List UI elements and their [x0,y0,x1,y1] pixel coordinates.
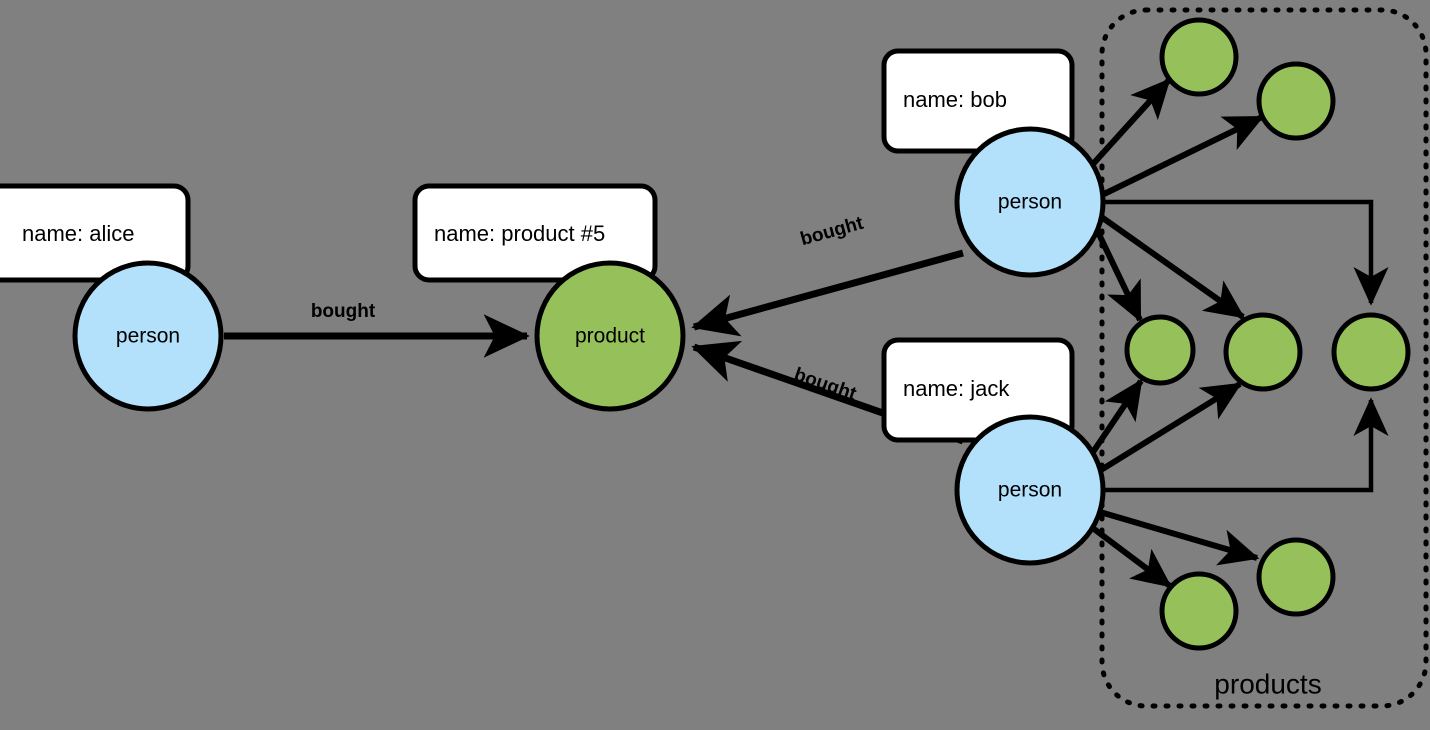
node-alice-circle[interactable] [72,260,224,412]
edge-jack-to-product-7 [1099,509,1260,566]
edge-jack-to-product-4 [1099,381,1243,473]
attribute-box-bob: name: bob [881,48,1075,154]
node-product5[interactable]: product [534,260,686,412]
products-group-label: products [1214,668,1321,699]
edge-label-alice-bought: bought [311,301,376,322]
node-bob-circle[interactable] [954,126,1106,278]
edge-bob-to-product-3 [1093,226,1143,323]
edge-label-jack-bought: bought [791,364,859,405]
node-product5-circle[interactable] [534,260,686,412]
product-node-7[interactable] [1256,537,1336,617]
node-jack[interactable]: person [954,414,1106,566]
node-bob[interactable]: person [954,126,1106,278]
product-node-5[interactable] [1331,312,1411,392]
edge-bob-to-product-1 [1090,77,1172,167]
product-node-4[interactable] [1223,312,1303,392]
attribute-box-alice-rect [0,183,191,283]
edge-jack-to-product-6 [1092,526,1172,589]
node-bob-label: person [998,191,1062,214]
edge-label-bob-bought: bought [798,213,866,251]
node-alice[interactable]: person [72,260,224,412]
edge-bob-bought-product5 [691,249,964,337]
node-alice-label: person [116,325,180,348]
attribute-box-jack-text: name: jack [903,376,1010,401]
attribute-box-alice: name: alice [0,183,191,283]
product-node-2[interactable] [1256,61,1336,141]
attribute-box-alice-text: name: alice [22,221,135,246]
edge-jack-to-product-3 [1090,379,1144,454]
node-jack-label: person [998,479,1062,502]
product-node-6[interactable] [1159,571,1239,651]
edge-bob-to-product-2 [1100,114,1265,198]
products-group-boundary [1099,7,1429,709]
edge-jack-to-product-5 [1104,397,1389,493]
node-product5-label: product [575,325,645,348]
edge-bob-to-product-5 [1104,199,1389,306]
node-jack-circle[interactable] [954,414,1106,566]
attribute-box-bob-text: name: bob [903,87,1007,112]
edge-bob-to-product-4 [1098,213,1245,320]
attribute-box-product5-text: name: product #5 [434,221,605,246]
product-node-1[interactable] [1159,17,1239,97]
attribute-box-product5: name: product #5 [412,183,658,283]
product-node-3[interactable] [1124,314,1196,386]
attribute-box-product5-rect [412,183,658,283]
